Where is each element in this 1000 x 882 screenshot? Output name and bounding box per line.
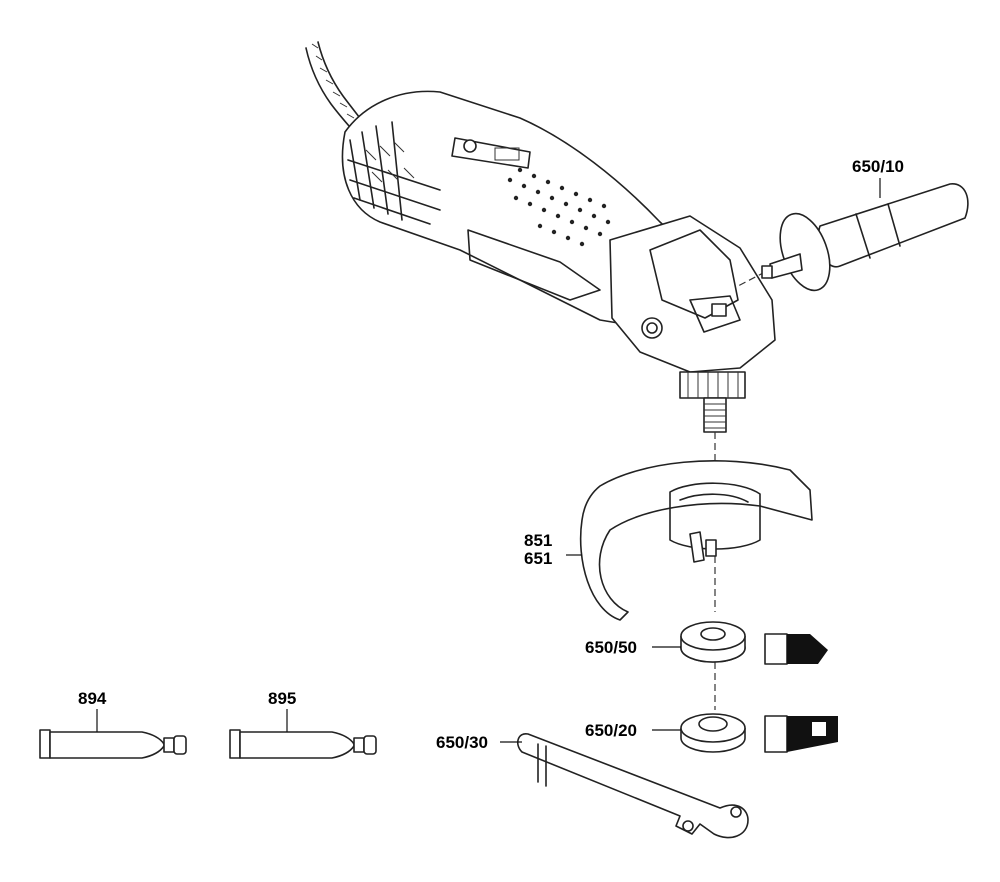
label-tube-895: 895 [268, 689, 296, 708]
label-tube-894: 894 [78, 689, 107, 708]
grease-tube-894 [39, 729, 187, 759]
wheel-guard [579, 460, 813, 621]
label-clamp-nut: 650/50 [585, 638, 637, 657]
label-spanner: 650/30 [436, 733, 488, 752]
label-side-handle: 650/10 [852, 157, 904, 176]
grease-tube-895 [229, 729, 377, 759]
side-handle [761, 183, 969, 292]
label-mounting-flange: 650/20 [585, 721, 637, 740]
label-guard-651: 651 [524, 549, 552, 568]
mounting-flange [680, 713, 838, 753]
angle-grinder [305, 41, 776, 433]
clamp-nut [680, 621, 828, 665]
grip-texture [507, 167, 611, 247]
label-guard-851: 851 [524, 531, 552, 550]
